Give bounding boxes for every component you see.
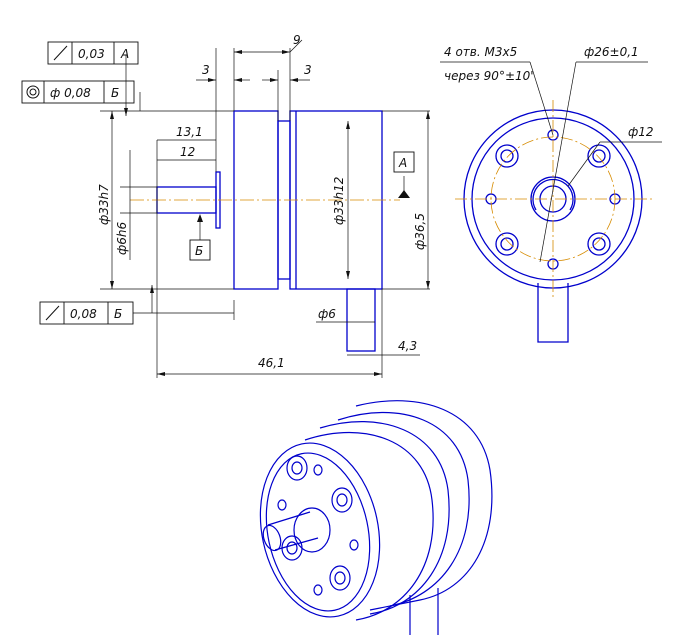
dim-6: ф6 bbox=[318, 307, 336, 321]
runout-icon bbox=[45, 305, 60, 321]
concentricity-icon bbox=[26, 85, 40, 99]
tolerance-datum: Б bbox=[114, 307, 122, 321]
svg-text:А: А bbox=[398, 156, 407, 170]
svg-text:Б: Б bbox=[195, 244, 203, 258]
dim-4-3: 4,3 bbox=[398, 339, 417, 353]
tolerance-value: 0,03 bbox=[78, 47, 105, 61]
end-view-labels: 4 отв. М3х5 через 90°±10' ф26±0,1 ф12 bbox=[444, 45, 654, 139]
runout-icon bbox=[53, 45, 68, 61]
screw-icon bbox=[587, 144, 611, 168]
front-dimension-lines bbox=[100, 39, 430, 378]
dim-36-5: ф36,5 bbox=[413, 213, 427, 250]
screw-icon bbox=[281, 535, 303, 561]
end-view-leaders bbox=[440, 61, 662, 263]
datum-b: Б bbox=[189, 222, 211, 261]
screw-icon bbox=[587, 232, 611, 256]
datum-a: А bbox=[393, 151, 415, 173]
tolerance-frame-bottom: 0,08 Б bbox=[39, 301, 134, 325]
screw-icon bbox=[286, 455, 308, 481]
tolerance-value: 0,08 bbox=[70, 307, 97, 321]
screw-icon bbox=[495, 232, 519, 256]
dim-13-1: 13,1 bbox=[176, 125, 203, 139]
dim-33h12: ф33h12 bbox=[332, 177, 346, 225]
dim-33h7: ф33h7 bbox=[97, 184, 111, 225]
dim-12: 12 bbox=[180, 145, 195, 159]
dim-9: 9 bbox=[293, 33, 301, 47]
tolerance-frame-concentricity: ф 0,08 Б bbox=[21, 80, 135, 104]
tolerance-value: ф 0,08 bbox=[50, 86, 91, 100]
arrowheads bbox=[110, 50, 430, 376]
dim-46-1: 46,1 bbox=[258, 356, 285, 370]
dim-26: ф26±0,1 bbox=[584, 45, 639, 59]
dim-6h6: ф6h6 bbox=[115, 222, 129, 256]
dim-12-end: ф12 bbox=[628, 125, 654, 139]
tolerance-datum: A bbox=[120, 47, 129, 61]
dim-3-right: 3 bbox=[304, 63, 312, 77]
screw-icon bbox=[329, 565, 351, 591]
tolerance-frame-top: 0,03 A bbox=[47, 41, 139, 65]
dimension-labels: 9 3 3 13,1 12 ф33h7 ф6h6 ф33h12 ф36,5 46… bbox=[97, 33, 427, 370]
end-view-center-lines bbox=[455, 100, 652, 300]
tolerance-datum: Б bbox=[111, 86, 119, 100]
holes-note-line2: через 90°±10' bbox=[444, 69, 534, 83]
dim-3-left: 3 bbox=[202, 63, 210, 77]
isometric-view bbox=[259, 400, 493, 635]
screw-icon bbox=[331, 487, 353, 513]
cable-gland bbox=[346, 288, 376, 352]
screw-icon bbox=[495, 144, 519, 168]
holes-note-line1: 4 отв. М3х5 bbox=[444, 45, 517, 59]
